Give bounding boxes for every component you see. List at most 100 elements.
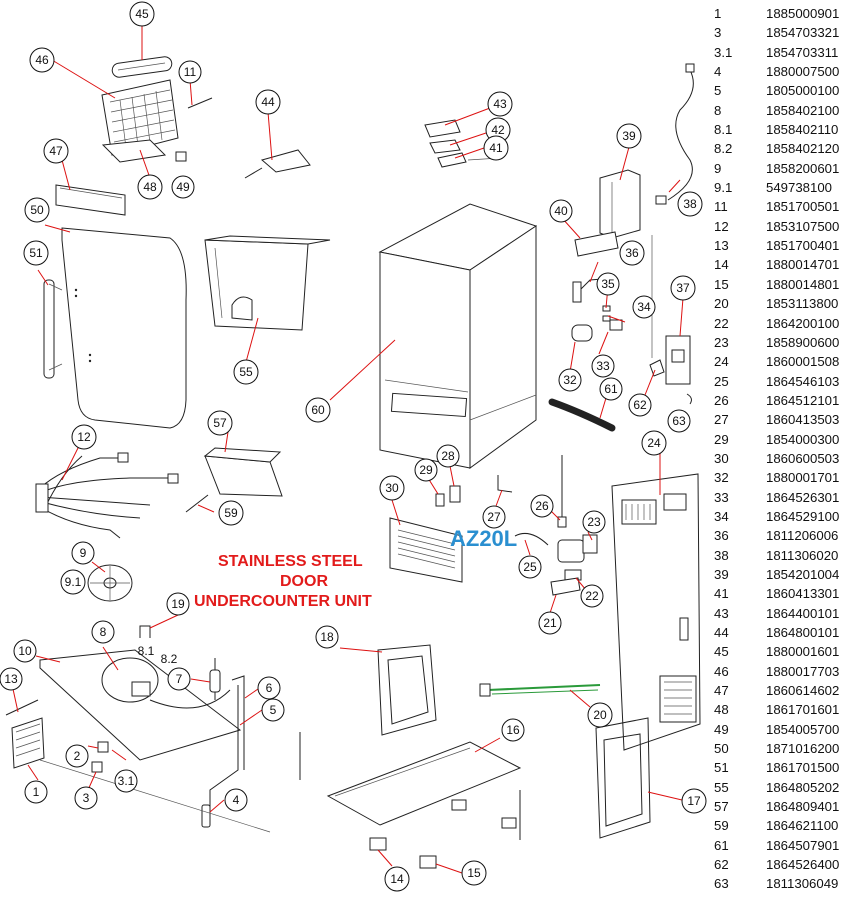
part-code: 1858402110 — [766, 122, 839, 138]
part-code: 1858200601 — [766, 160, 840, 176]
callout-46: 46 — [29, 47, 55, 73]
svg-text:15: 15 — [467, 866, 481, 880]
part-code: 1864526301 — [766, 489, 840, 505]
part-code: 1861701601 — [766, 702, 840, 718]
part-code: 1811306020 — [766, 547, 839, 563]
part-number: 12 — [714, 218, 729, 234]
svg-text:1: 1 — [33, 785, 40, 799]
callout-38: 38 — [677, 191, 703, 217]
part-number: 20 — [714, 296, 729, 312]
part-number: 50 — [714, 741, 729, 757]
parts-list-row: 12 1853107500 — [714, 217, 851, 236]
part-code: 1858900600 — [766, 334, 840, 350]
callout-4: 4 — [224, 788, 248, 812]
callout-3: 3 — [74, 786, 98, 810]
svg-text:25: 25 — [523, 560, 537, 574]
callout-47: 47 — [43, 138, 69, 164]
part-code: 1860614602 — [766, 683, 840, 699]
parts-list-row: 24 1860001508 — [714, 352, 851, 371]
svg-text:6: 6 — [266, 681, 273, 695]
callout-8: 8 — [91, 620, 115, 644]
svg-text:3: 3 — [83, 791, 90, 805]
callout-44: 44 — [255, 89, 281, 115]
part-code: 1880001701 — [766, 470, 840, 486]
part-code: 1864507901 — [766, 837, 840, 853]
part-number: 36 — [714, 528, 729, 544]
part-code: 1851700401 — [766, 238, 840, 254]
callout-7: 7 — [167, 667, 191, 691]
part-number: 9 — [714, 160, 722, 176]
part-code: 1811306049 — [766, 876, 839, 892]
part-code: 1860001508 — [766, 354, 840, 370]
svg-text:12: 12 — [77, 430, 91, 444]
part-number: 29 — [714, 431, 729, 447]
callout-3-1: 3.1 — [114, 769, 138, 793]
svg-text:60: 60 — [311, 403, 325, 417]
condenser-fan — [87, 564, 151, 638]
part-number: 13 — [714, 238, 729, 254]
callout-15: 15 — [461, 860, 487, 886]
part-number: 24 — [714, 354, 729, 370]
part-code: 1860413301 — [766, 586, 840, 602]
svg-text:4: 4 — [233, 793, 240, 807]
label-8-2: 8.2 — [161, 652, 178, 666]
part-number: 27 — [714, 412, 729, 428]
svg-text:57: 57 — [213, 416, 227, 430]
svg-text:35: 35 — [601, 277, 615, 291]
svg-text:36: 36 — [625, 246, 639, 260]
callout-33: 33 — [591, 354, 615, 378]
part-code: 1854201004 — [766, 566, 840, 582]
svg-text:55: 55 — [239, 365, 253, 379]
svg-text:51: 51 — [29, 246, 43, 260]
wire-harness-38 — [655, 63, 695, 205]
part-code: 1864809401 — [766, 799, 840, 815]
part-code: 1854005700 — [766, 721, 840, 737]
callout-22: 22 — [580, 584, 604, 608]
svg-text:45: 45 — [135, 7, 149, 21]
part-number: 1 — [714, 6, 722, 21]
part-number: 3.1 — [714, 44, 733, 60]
louver-slots — [397, 529, 456, 569]
part-number: 11 — [714, 199, 728, 215]
parts-list-row: 20 1853113800 — [714, 294, 851, 313]
svg-text:9.1: 9.1 — [65, 575, 82, 589]
part-code: 1853113800 — [766, 296, 839, 312]
callout-14: 14 — [384, 866, 410, 892]
parts-list-row: 63 1811306049 — [714, 874, 851, 893]
panel-vents-top — [621, 499, 657, 525]
part-code: 1864805202 — [766, 779, 840, 795]
part-code: 1861701500 — [766, 760, 840, 776]
svg-text:29: 29 — [419, 463, 433, 477]
svg-text:44: 44 — [261, 95, 275, 109]
svg-text:26: 26 — [535, 499, 549, 513]
part-code: 1858402100 — [766, 102, 840, 118]
control-box-37 — [651, 235, 691, 385]
part-code: 1854000300 — [766, 431, 840, 447]
callout-49: 49 — [171, 175, 195, 199]
condenser-coil — [5, 699, 271, 833]
model-name: AZ20L — [450, 526, 518, 551]
ice-grid — [109, 89, 176, 149]
part-code: 1854703311 — [766, 44, 839, 60]
louver-panel-30 — [389, 475, 513, 583]
svg-text:46: 46 — [35, 53, 49, 67]
svg-text:13: 13 — [4, 672, 18, 686]
callout-17: 17 — [681, 788, 707, 814]
part-number: 15 — [714, 276, 729, 292]
part-number: 8 — [714, 102, 722, 118]
part-number: 63 — [714, 876, 729, 892]
parts-list-row: 13 1851700401 — [714, 236, 851, 255]
part-code: 1853107500 — [766, 218, 840, 234]
callout-24: 24 — [641, 430, 667, 456]
part-number: 41 — [714, 586, 729, 602]
callout-60: 60 — [305, 397, 331, 423]
callout-50: 50 — [24, 197, 50, 223]
